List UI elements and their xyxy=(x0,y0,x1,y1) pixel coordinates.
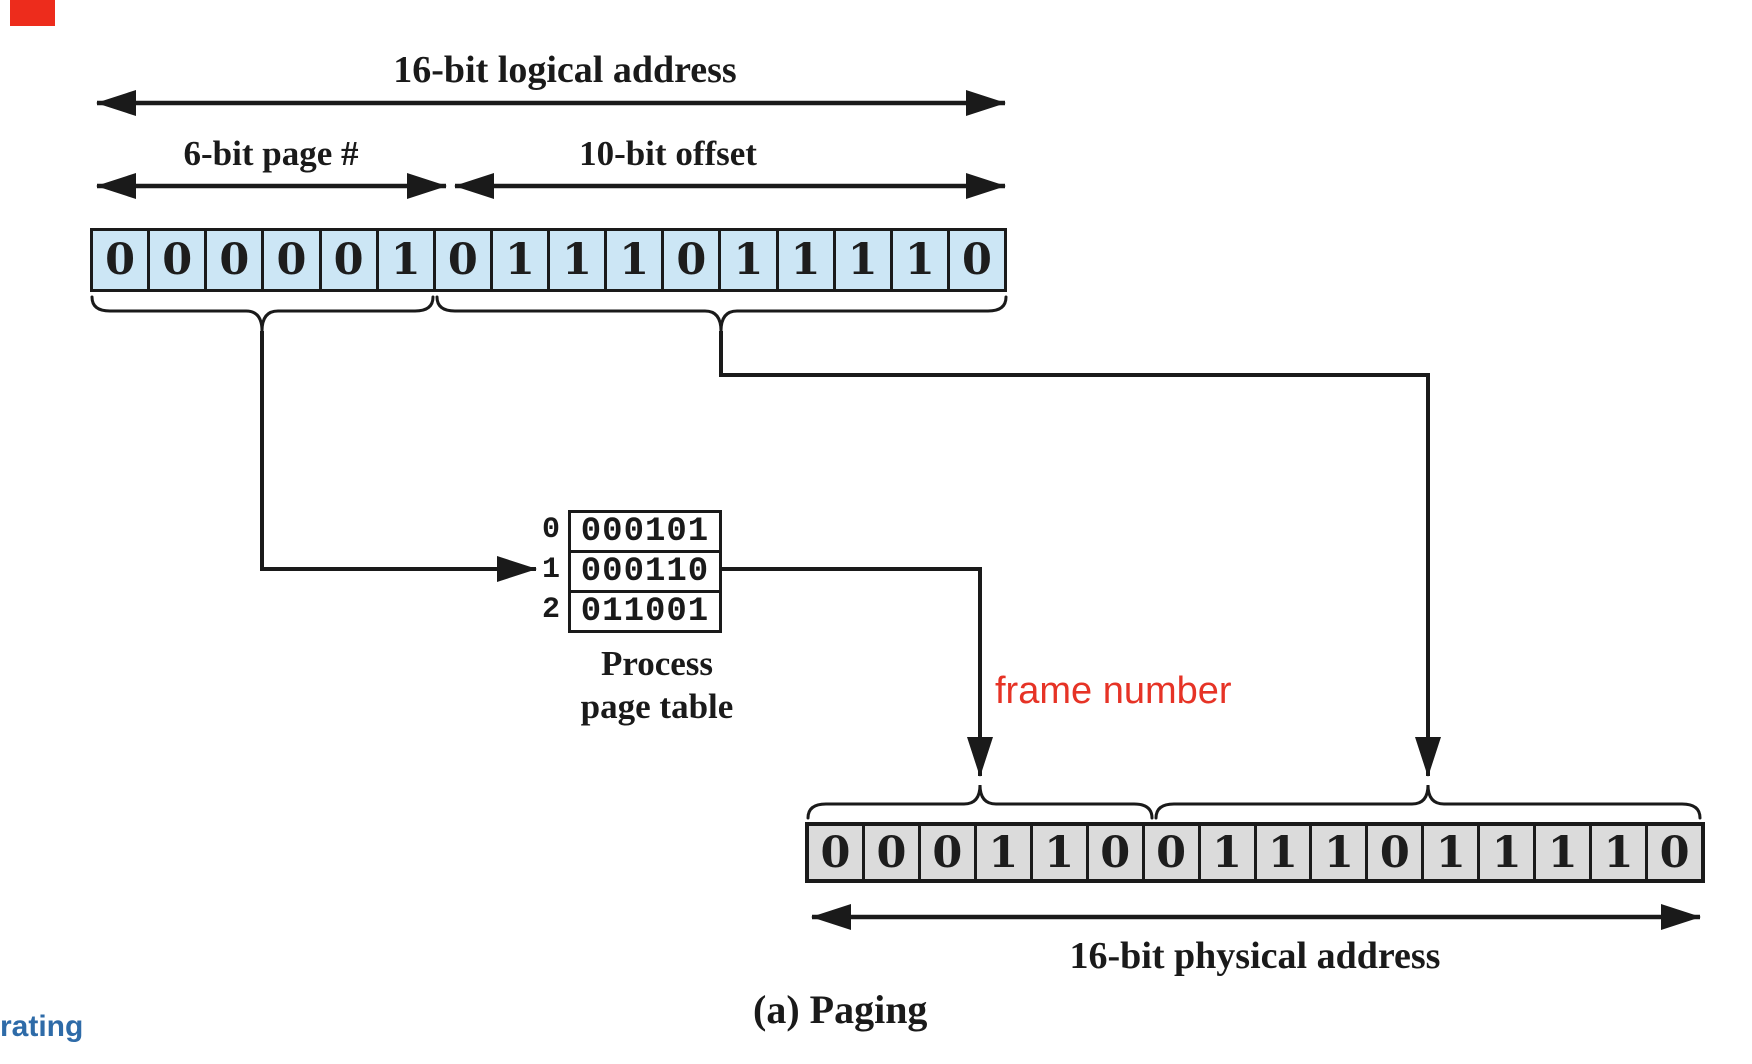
logical-bit-cell: 1 xyxy=(892,231,950,289)
physical-bit-cell: 1 xyxy=(976,826,1033,879)
logical-bit-cell: 1 xyxy=(835,231,893,289)
physical-bit-cell: 1 xyxy=(1536,826,1593,879)
logical-bit-cell: 0 xyxy=(93,231,151,289)
logical-bit-cell: 0 xyxy=(321,231,379,289)
logical-bit-cell: 0 xyxy=(664,231,722,289)
physical-bit-cell: 0 xyxy=(1144,826,1201,879)
physical-bit-cell: 0 xyxy=(1368,826,1425,879)
corner-red-marker xyxy=(10,0,55,26)
underbrace-page-bits xyxy=(90,295,435,332)
physical-bit-cell: 1 xyxy=(1312,826,1369,879)
logical-bit-cell: 1 xyxy=(492,231,550,289)
logical-bit-cell: 0 xyxy=(264,231,322,289)
page-table-entry: 000110 xyxy=(568,550,722,593)
physical-bit-cell: 0 xyxy=(864,826,921,879)
logical-address-title: 16-bit logical address xyxy=(393,49,737,91)
logical-bit-cell: 0 xyxy=(207,231,265,289)
physical-bit-cell: 1 xyxy=(1256,826,1313,879)
physical-bit-cell: 1 xyxy=(1200,826,1257,879)
physical-bit-cell: 1 xyxy=(1480,826,1537,879)
logical-bit-cell: 1 xyxy=(378,231,436,289)
overbrace-physical-offset-bits xyxy=(1154,784,1702,820)
watermark-text: rating xyxy=(0,1010,84,1043)
page-table-indices: 0 1 2 xyxy=(500,510,560,630)
logical-bit-cell: 0 xyxy=(150,231,208,289)
logical-bit-cell: 0 xyxy=(949,231,1004,289)
page-table-caption: Process page table xyxy=(580,644,734,726)
page-table-index: 2 xyxy=(541,593,560,627)
logical-bit-cell: 0 xyxy=(435,231,493,289)
connector-frame-number-arrow xyxy=(722,567,993,777)
physical-bit-cell: 0 xyxy=(809,826,865,879)
page-table-index: 0 xyxy=(541,513,560,547)
physical-bit-cell: 1 xyxy=(1032,826,1089,879)
physical-bit-cell: 1 xyxy=(1424,826,1481,879)
logical-bit-cell: 1 xyxy=(778,231,836,289)
underbrace-offset-bits xyxy=(435,295,1008,332)
frame-number-label: frame number xyxy=(995,670,1232,712)
physical-bit-cell: 0 xyxy=(1648,826,1701,879)
logical-bit-cell: 1 xyxy=(607,231,665,289)
connector-offset-arrow xyxy=(719,331,1441,777)
figure-caption: (a) Paging xyxy=(753,987,928,1032)
page-table-entry: 011001 xyxy=(568,590,722,633)
physical-address-title: 16-bit physical address xyxy=(1069,935,1441,977)
offset-label: 10-bit offset xyxy=(579,134,757,173)
logical-bit-cell: 1 xyxy=(550,231,608,289)
physical-bit-cell: 1 xyxy=(1592,826,1649,879)
page-table-index: 1 xyxy=(541,553,560,587)
physical-bit-cell: 0 xyxy=(920,826,977,879)
logical-bit-cell: 1 xyxy=(721,231,779,289)
page-table-entry: 000101 xyxy=(568,510,722,553)
overbrace-frame-bits xyxy=(806,784,1154,820)
physical-bit-cell: 0 xyxy=(1088,826,1145,879)
connector-page-to-table-arrow xyxy=(260,331,537,582)
page-number-label: 6-bit page # xyxy=(183,134,359,173)
